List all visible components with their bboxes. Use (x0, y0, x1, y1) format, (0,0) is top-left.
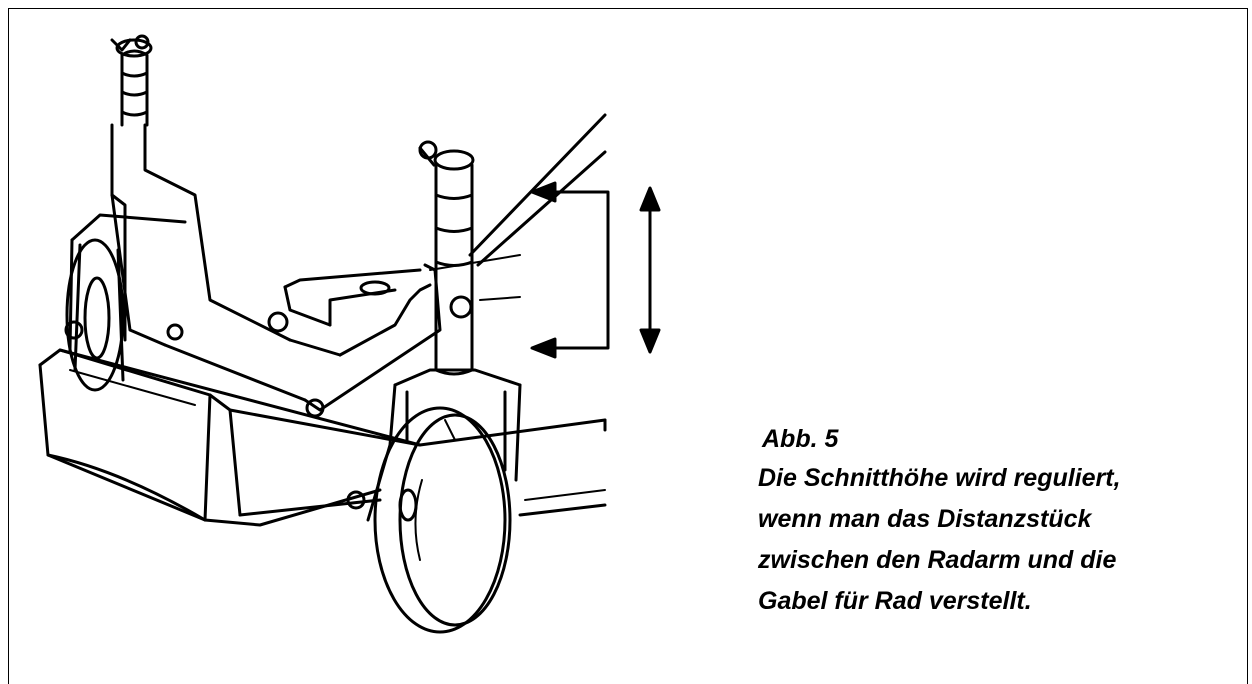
rear-height-pin (110, 34, 153, 127)
figure-caption: Abb. 5 Die Schnitthöhe wird reguliert, w… (758, 420, 1248, 622)
caption-line-2: wenn man das Distanzstück (758, 505, 1092, 533)
rear-wheel (64, 238, 125, 392)
rear-wheel-arm (110, 123, 342, 402)
front-height-pin (418, 140, 475, 376)
front-wheel (373, 406, 512, 634)
figure-label: Abb. 5 (762, 425, 839, 453)
mower-deck (38, 113, 607, 527)
front-wheel-arm (303, 263, 442, 418)
caption-line-1: Die Schnitthöhe wird reguliert, (758, 464, 1121, 492)
figure-frame (8, 8, 1248, 684)
caption-line-4: Gabel für Rad verstellt. (758, 587, 1032, 615)
height-adjustment-arrows (530, 181, 661, 359)
caption-line-3: zwischen den Radarm und die (758, 546, 1117, 574)
